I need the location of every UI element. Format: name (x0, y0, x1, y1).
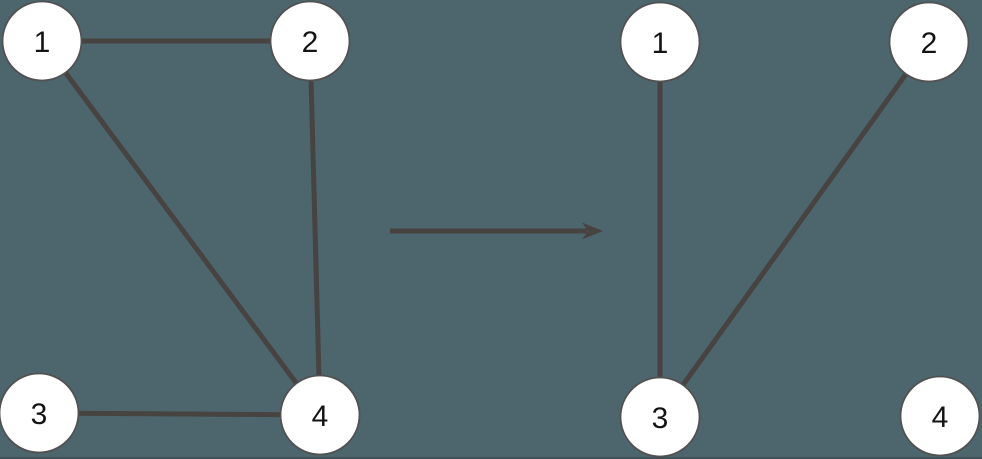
node-1 (1, 0, 83, 82)
node-4 (279, 374, 361, 456)
node-label-3: 3 (652, 402, 669, 435)
edge-2-3 (657, 39, 932, 420)
node-1 (619, 1, 701, 83)
node-label-1: 1 (652, 27, 669, 60)
node-3 (619, 376, 701, 458)
edge-2-4 (307, 38, 323, 418)
node-3 (0, 372, 80, 454)
node-2 (888, 1, 970, 83)
arrow-head (582, 222, 603, 240)
node-label-4: 4 (932, 401, 949, 434)
bottom-edge-strip (0, 457, 982, 459)
node-label-2: 2 (302, 26, 319, 59)
node-4 (899, 375, 981, 457)
graph-before: 1 2 3 4 (0, 0, 361, 456)
graph-after: 1 2 3 4 (619, 1, 981, 458)
node-label-2: 2 (921, 27, 938, 60)
node-label-1: 1 (34, 26, 51, 59)
node-label-3: 3 (31, 398, 48, 431)
node-label-4: 4 (312, 400, 329, 433)
node-2 (269, 0, 351, 82)
transform-arrow (390, 222, 603, 240)
edge-3-4 (36, 410, 323, 418)
edge-1-4 (39, 38, 323, 418)
